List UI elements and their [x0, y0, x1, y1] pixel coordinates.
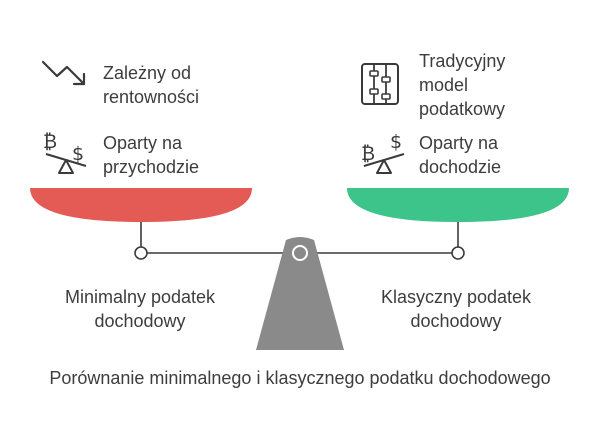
right-item2-text: Oparty na dochodzie: [419, 131, 501, 179]
left-label-line1: Minimalny podatek: [64, 287, 216, 307]
left-beam-end: [134, 246, 148, 260]
right-item1-line2: model: [419, 75, 469, 95]
right-beam-end: [451, 246, 465, 260]
bitcoin-dollar-seesaw-icon: ₿ $: [40, 128, 92, 183]
right-item1-line1: Tradycyjny: [419, 51, 506, 71]
left-item2-line2: przychodzie: [103, 157, 200, 177]
left-label-line2: dochodowy: [94, 311, 186, 331]
left-item1-line2: rentowności: [103, 87, 200, 107]
caption: Porównanie minimalnego i klasycznego pod…: [49, 368, 551, 388]
left-label: Minimalny podatek dochodowy: [40, 285, 240, 333]
svg-text:₿: ₿: [361, 143, 375, 165]
abacus-icon: [360, 62, 404, 111]
fulcrum-pivot: [292, 245, 308, 261]
fulcrum-base: [256, 237, 344, 350]
right-item2-line2: dochodzie: [419, 157, 502, 177]
svg-text:$: $: [390, 131, 402, 153]
trend-down-icon: [40, 58, 92, 93]
svg-text:₿: ₿: [43, 131, 57, 153]
svg-text:$: $: [72, 143, 84, 165]
right-item1-line3: podatkowy: [419, 99, 506, 119]
left-item1-line1: Zależny od: [103, 63, 192, 83]
right-label-line1: Klasyczny podatek: [380, 287, 532, 307]
right-pan: [347, 188, 569, 222]
left-item1-text: Zależny od rentowności: [103, 61, 199, 109]
left-item2-line1: Oparty na: [103, 133, 183, 153]
right-item1-text: Tradycyjny model podatkowy: [419, 49, 505, 121]
right-label: Klasyczny podatek dochodowy: [356, 285, 556, 333]
right-item2-line1: Oparty na: [419, 133, 499, 153]
right-label-line2: dochodowy: [410, 311, 502, 331]
left-pan: [30, 188, 252, 222]
bitcoin-dollar-seesaw-icon: ₿ $: [358, 128, 410, 183]
left-item2-text: Oparty na przychodzie: [103, 131, 199, 179]
